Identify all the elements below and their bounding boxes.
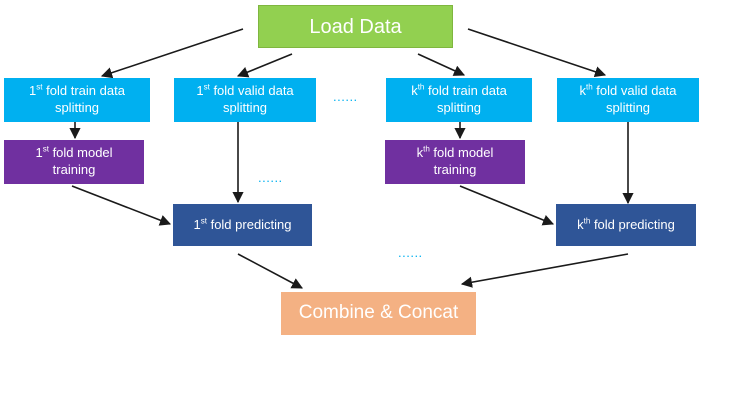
fold1-valid-split-num: 1 bbox=[196, 83, 204, 99]
arrow-load-to-fold1-valid bbox=[236, 53, 293, 78]
arrow-load-to-foldk-valid bbox=[467, 28, 607, 78]
arrow-fold1-training-to-predicting bbox=[71, 185, 172, 226]
combine-concat-node: Combine & Concat bbox=[281, 292, 476, 335]
arrow-foldk-predicting-to-combine bbox=[460, 253, 629, 288]
arrow-fold1-predicting-to-combine bbox=[237, 253, 303, 289]
foldk-valid-split-line2: splitting bbox=[605, 100, 651, 115]
foldk-model-training-line2: training bbox=[433, 162, 477, 177]
fold1-predicting-label: fold predicting bbox=[206, 216, 292, 232]
ellipsis-top: ...... bbox=[333, 89, 358, 104]
fold1-valid-split-node: 1st fold valid data splitting bbox=[174, 78, 316, 122]
foldk-predicting-sup: th bbox=[583, 216, 591, 226]
foldk-model-training-sup: th bbox=[423, 144, 430, 154]
foldk-model-training-node: kth fold model training bbox=[385, 140, 525, 184]
foldk-train-split-num: k bbox=[411, 83, 418, 99]
fold1-train-split-sup: st bbox=[36, 82, 43, 92]
fold1-model-training-line2: training bbox=[52, 162, 96, 177]
foldk-predicting-num: k bbox=[577, 216, 584, 232]
fold1-train-split-node: 1st fold train data splitting bbox=[4, 78, 150, 122]
ellipsis-bottom: ...... bbox=[398, 245, 423, 260]
foldk-train-split-sup: th bbox=[417, 82, 425, 92]
fold1-valid-split-sup: st bbox=[203, 82, 210, 92]
foldk-train-split-line2: splitting bbox=[436, 100, 482, 115]
fold1-model-training-label: fold model bbox=[48, 145, 113, 161]
fold1-predicting-node: 1st fold predicting bbox=[173, 204, 312, 246]
fold1-train-split-label: fold train data bbox=[42, 83, 125, 99]
fold1-train-split-line2: splitting bbox=[54, 100, 100, 115]
foldk-valid-split-node: kth fold valid data splitting bbox=[557, 78, 699, 122]
fold1-valid-split-line2: splitting bbox=[222, 100, 268, 115]
fold1-predicting-sup: st bbox=[200, 216, 207, 226]
foldk-predicting-label: fold predicting bbox=[590, 216, 675, 232]
load-data-label: Load Data bbox=[309, 15, 402, 38]
fold1-model-training-sup: st bbox=[42, 144, 49, 154]
fold1-train-split-num: 1 bbox=[29, 83, 37, 99]
combine-concat-label: Combine & Concat bbox=[298, 302, 459, 324]
arrow-load-to-foldk-train bbox=[417, 53, 466, 76]
foldk-valid-split-num: k bbox=[579, 83, 586, 99]
load-data-node: Load Data bbox=[258, 5, 453, 48]
foldk-valid-split-label: fold valid data bbox=[592, 83, 677, 99]
arrow-load-to-fold1-train bbox=[100, 28, 244, 79]
foldk-train-split-label: fold train data bbox=[424, 83, 507, 99]
ellipsis-middle: ...... bbox=[258, 170, 283, 185]
fold1-valid-split-label: fold valid data bbox=[209, 83, 294, 99]
foldk-model-training-num: k bbox=[416, 145, 424, 161]
fold1-predicting-num: 1 bbox=[193, 216, 201, 232]
foldk-predicting-node: kth fold predicting bbox=[556, 204, 696, 246]
fold1-model-training-node: 1st fold model training bbox=[4, 140, 144, 184]
fold1-model-training-num: 1 bbox=[35, 145, 43, 161]
arrow-foldk-training-to-predicting bbox=[459, 185, 555, 226]
foldk-train-split-node: kth fold train data splitting bbox=[386, 78, 532, 122]
foldk-valid-split-sup: th bbox=[585, 82, 593, 92]
foldk-model-training-label: fold model bbox=[429, 145, 494, 161]
